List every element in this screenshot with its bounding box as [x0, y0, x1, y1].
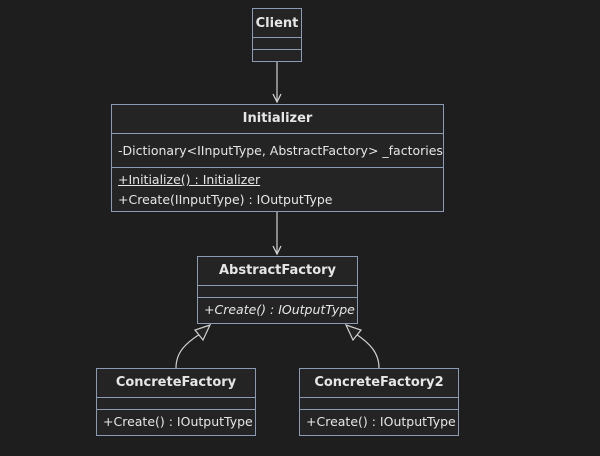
method-create: +Create() : IOutputType	[306, 414, 456, 429]
class-abstract-factory: AbstractFactory +Create() : IOutputType	[197, 256, 358, 324]
class-initializer: Initializer -Dictionary<IInputType, Abst…	[111, 104, 444, 212]
attribute-factories: -Dictionary<IInputType, AbstractFactory>…	[118, 143, 443, 158]
class-name: Client	[255, 16, 299, 31]
method-create: +Create() : IOutputType	[103, 414, 253, 429]
class-name: Initializer	[242, 111, 313, 126]
method-create: +Create() : IOutputType	[204, 302, 355, 317]
attributes-section	[253, 37, 301, 49]
attributes-section	[198, 285, 357, 297]
methods-section: +Create() : IOutputType	[198, 297, 357, 323]
attributes-section	[300, 397, 458, 409]
methods-section: +Initialize() : Initializer +Create(IInp…	[112, 167, 443, 211]
method-create: +Create(IInputType) : IOutputType	[118, 192, 333, 207]
methods-section: +Create() : IOutputType	[97, 409, 255, 435]
method-initialize: +Initialize() : Initializer	[118, 172, 261, 187]
class-concrete-factory: ConcreteFactory +Create() : IOutputType	[96, 368, 256, 436]
class-client: Client	[252, 8, 302, 62]
methods-section	[253, 49, 301, 61]
class-name: ConcreteFactory2	[314, 375, 444, 390]
inheritance-triangle-left	[193, 323, 212, 342]
class-concrete-factory2: ConcreteFactory2 +Create() : IOutputType	[299, 368, 459, 436]
methods-section: +Create() : IOutputType	[300, 409, 458, 435]
edge-concretefactory-inheritance	[175, 333, 201, 369]
edge-concretefactory2-inheritance	[355, 333, 380, 369]
attributes-section: -Dictionary<IInputType, AbstractFactory>…	[112, 133, 443, 167]
inheritance-triangle-right	[344, 323, 363, 342]
class-name: AbstractFactory	[218, 263, 337, 278]
class-name: ConcreteFactory	[115, 375, 237, 390]
attributes-section	[97, 397, 255, 409]
